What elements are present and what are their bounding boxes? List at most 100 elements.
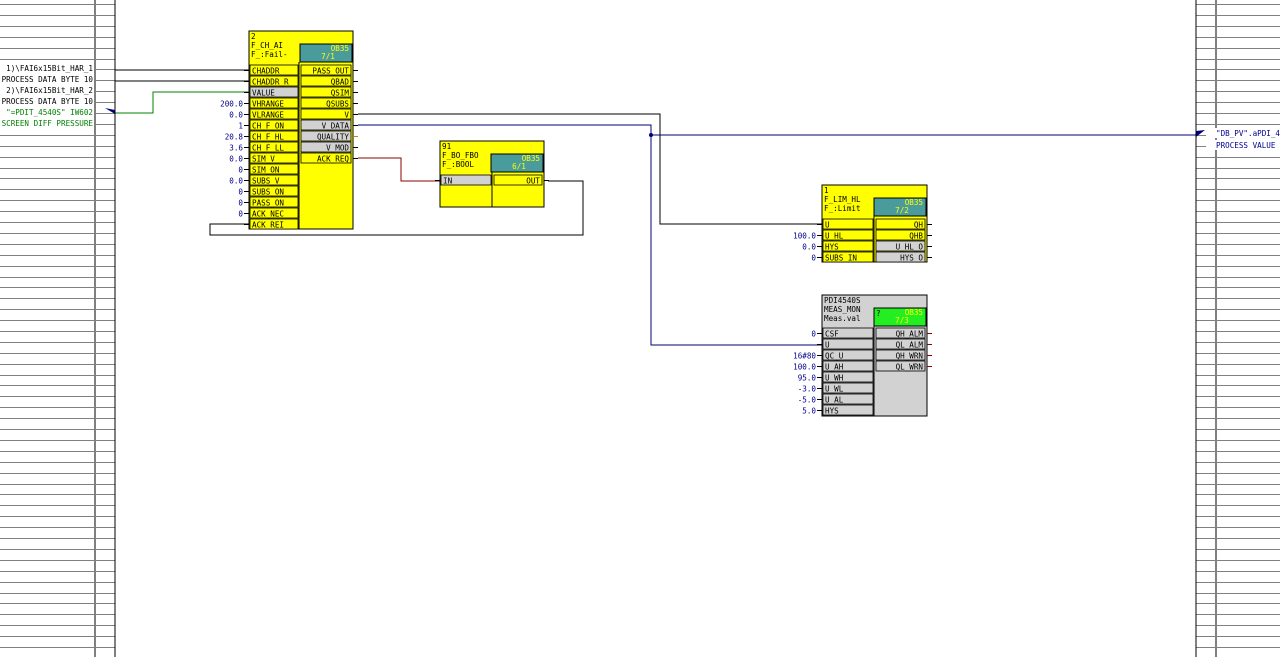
input-pin[interactable] [249,97,299,109]
block-meas-mon[interactable]: PDI4540SMEAS_MONMeas.valOB357/3?CSF0UQC_… [793,294,932,417]
margin-connection-label[interactable]: PROCESS DATA BYTE 10 [2,75,94,84]
input-pin-value[interactable]: 0 [238,166,243,175]
wire-v-data-to-meas-mon[interactable] [650,135,822,346]
output-pin[interactable] [300,64,352,76]
output-pin[interactable] [300,75,352,87]
input-pin-value[interactable]: 0.0 [229,177,243,186]
output-pin[interactable] [300,141,352,153]
input-pin[interactable] [822,327,874,339]
margin-connection-label[interactable]: PROCESS DATA BYTE 10 [2,97,94,106]
input-pin[interactable] [249,64,299,76]
wire-ack-req[interactable] [358,157,440,182]
output-pin-name: QHB [909,232,923,241]
block-f-lim-hl[interactable]: 1F_LIM_HLF_:LimitOB357/2UU_HL100.0HYS0.0… [793,184,932,263]
input-pin[interactable] [822,349,874,361]
input-pin[interactable] [249,130,299,142]
input-pin-value[interactable]: 0.0 [802,243,816,252]
input-pin[interactable] [822,371,874,383]
runtime-sequence-label: 6/1 [512,162,526,171]
output-pin[interactable] [300,108,352,120]
margin-entry-bg [0,74,94,84]
input-pin[interactable] [822,218,874,230]
output-pin[interactable] [300,86,352,98]
input-pin[interactable] [249,152,299,164]
input-pin[interactable] [249,174,299,186]
input-pin[interactable] [440,174,492,186]
output-pin[interactable] [875,240,926,252]
input-pin-value[interactable]: 200.0 [220,100,243,109]
input-pin-value[interactable]: -5.0 [798,396,817,405]
input-pin[interactable] [249,196,299,208]
block-type-name: MEAS_MON [824,305,861,314]
input-pin[interactable] [822,360,874,372]
output-pin[interactable] [300,152,352,164]
input-pin-value[interactable]: 20.8 [225,133,244,142]
input-pin-value[interactable]: 95.0 [798,374,817,383]
output-pin[interactable] [875,251,926,263]
output-pin[interactable] [875,338,926,350]
input-pin[interactable] [249,108,299,120]
output-pin[interactable] [300,119,352,131]
input-pin-value[interactable]: 100.0 [793,232,816,241]
input-pin[interactable] [822,393,874,405]
input-pin[interactable] [249,207,299,219]
output-pin[interactable] [300,130,352,142]
input-pin-value[interactable]: 0 [811,254,816,263]
input-pin[interactable] [249,86,299,98]
output-pin[interactable] [875,327,926,339]
wire-v[interactable] [358,113,822,225]
input-pin-value[interactable]: -3.0 [798,385,817,394]
output-pin[interactable] [300,97,352,109]
input-pin-value[interactable]: 0.0 [229,155,243,164]
input-pin-name: VLRANGE [252,111,284,120]
output-pin-name: QSIM [331,89,350,98]
input-pin-value[interactable]: 0 [238,188,243,197]
input-pin-name: U_AH [825,363,844,372]
output-pin[interactable] [875,229,926,241]
output-pin-name: PASS_OUT [312,67,349,76]
margin-connection-label[interactable]: PROCESS VALUE [1216,141,1276,150]
input-pin[interactable] [822,251,874,263]
input-pin-value[interactable]: 0 [811,330,816,339]
margin-connection-label[interactable]: SCREEN DIFF PRESSURE [2,119,94,128]
input-pin-value[interactable]: 3.6 [229,144,243,153]
input-pin[interactable] [822,404,874,416]
margin-connection-label[interactable]: "=PDIT_4540S" IW602 [6,108,93,117]
input-pin-value[interactable]: 5.0 [802,407,816,416]
input-pin[interactable] [249,163,299,175]
input-pin[interactable] [249,185,299,197]
input-pin-name: U_WH [825,374,844,383]
wire-junction-dot [649,133,653,137]
input-pin-value[interactable]: 0 [238,210,243,219]
input-pin[interactable] [249,75,299,87]
input-pin[interactable] [249,119,299,131]
block-f-ch-ai[interactable]: 2F_CH_AIF_:Fail-OB357/1CHADDRCHADDR_RVAL… [220,30,358,230]
output-pin[interactable] [875,218,926,230]
output-pin[interactable] [875,360,926,372]
input-pin[interactable] [822,229,874,241]
wire-value[interactable] [115,91,249,114]
margin-connection-label[interactable]: 2)\FAI6x15Bit_HAR_2 [6,86,93,95]
input-pin-value[interactable]: 0.0 [229,111,243,120]
output-pin[interactable] [875,349,926,361]
input-pin[interactable] [822,382,874,394]
margin-connection-label[interactable]: "DB_PV".aPDI_4 [1216,129,1280,138]
input-pin-value[interactable]: 0 [238,199,243,208]
margin-entry-bg [0,63,94,73]
runtime-sequence-label: 7/2 [895,206,909,215]
output-pin[interactable] [493,174,543,186]
wire-out-to-ack-rei[interactable] [209,180,584,236]
input-pin[interactable] [249,141,299,153]
right-margin-grid [1195,0,1280,657]
input-pin[interactable] [249,218,299,230]
input-pin[interactable] [822,240,874,252]
input-pin-value[interactable]: 1 [238,122,243,131]
runtime-group-box [299,43,353,63]
wire-v-data[interactable] [358,124,1196,136]
margin-connection-label[interactable]: 1)\FAI6x15Bit_HAR_1 [6,64,93,73]
input-pin-value[interactable]: 100.0 [793,363,816,372]
input-pin[interactable] [822,338,874,350]
input-pin-value[interactable]: 16#80 [793,352,816,361]
